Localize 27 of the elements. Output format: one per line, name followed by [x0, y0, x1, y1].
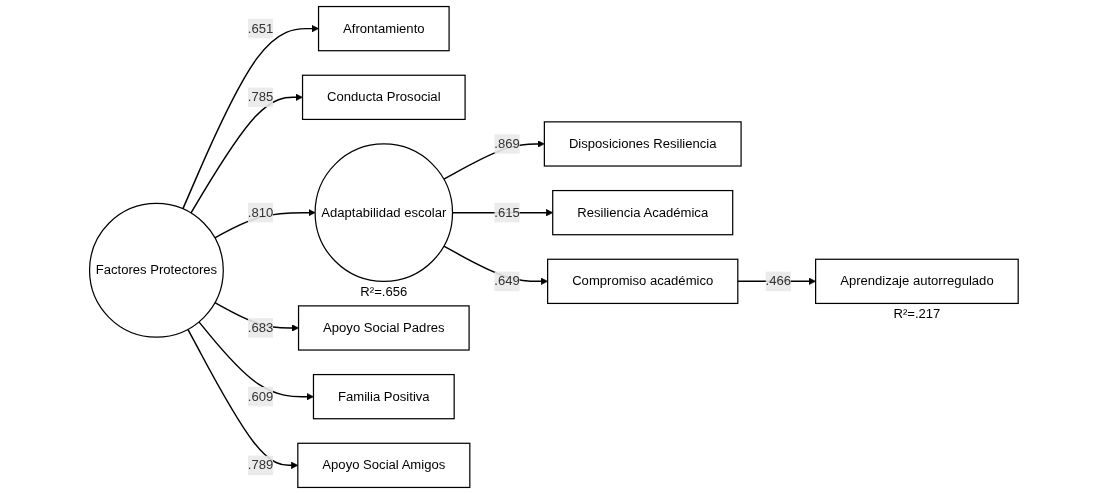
node-box: Disposiciones Resiliencia [543, 121, 742, 167]
node-circle: Adaptabilidad escolar [314, 143, 453, 282]
edge-label: .869 [493, 136, 520, 151]
edge-label: .466 [765, 273, 791, 288]
arrow [181, 25, 319, 210]
edge-label: .683 [247, 320, 273, 335]
node-box: Familia Positiva [312, 373, 455, 420]
edge-label: .785 [247, 89, 273, 104]
edge-label: .651 [247, 21, 273, 36]
edge-label: .615 [493, 205, 520, 220]
node-box: Compromiso académico [546, 258, 739, 305]
edge-label: .649 [493, 273, 520, 288]
edge-label: .810 [247, 205, 273, 220]
node-box: Conducta Prosocial [301, 74, 466, 121]
node-box: Afrontamiento [317, 5, 450, 52]
arrow [197, 321, 314, 401]
edge-label: .789 [247, 458, 273, 472]
node-box: Resiliencia Académica [551, 189, 733, 236]
r-squared-label: R²=.217 [893, 306, 940, 322]
node-box: Apoyo Social Amigos [296, 442, 471, 489]
arrow [189, 93, 303, 214]
edge-label: .609 [247, 389, 273, 404]
node-box: Apoyo Social Padres [297, 305, 470, 351]
node-circle: Factores Protectores [88, 202, 224, 338]
arrow [186, 328, 298, 469]
node-box: Aprendizaje autorregulado [814, 258, 1019, 305]
r-squared-label: R²=.656 [360, 284, 407, 300]
